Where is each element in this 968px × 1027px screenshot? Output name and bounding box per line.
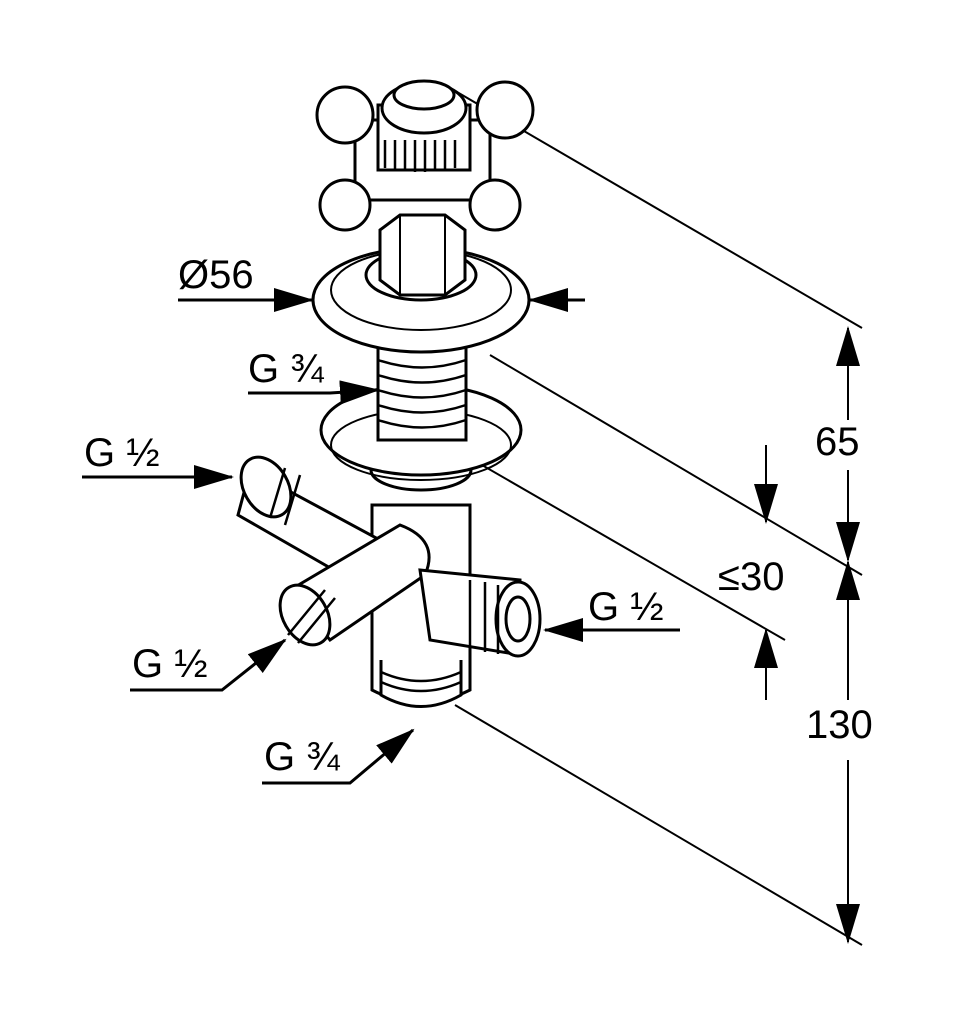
leader-arrows	[82, 288, 680, 785]
bottom-outlet-label: G ¾	[264, 735, 340, 779]
front-inlet-label: G ½	[132, 642, 208, 686]
top-thread-label: G ¾	[248, 347, 324, 391]
hex-nut	[378, 213, 467, 297]
dimension-65: 65	[815, 420, 860, 464]
right-inlet-label: G ½	[588, 585, 664, 629]
dimension-le30: ≤30	[718, 555, 784, 599]
dimension-lines	[754, 326, 860, 944]
left-inlet-label: G ½	[84, 431, 160, 475]
threaded-stem	[376, 343, 468, 442]
valve-body	[236, 455, 542, 708]
dimension-130: 130	[806, 703, 873, 747]
diameter-label: Ø56	[178, 253, 254, 297]
extension-lines	[429, 84, 863, 946]
cross-handle	[315, 79, 535, 232]
